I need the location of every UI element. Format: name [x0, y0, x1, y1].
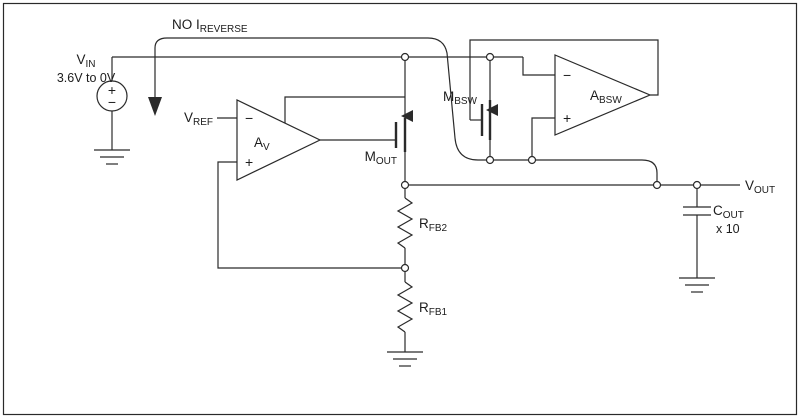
mbsw-label: MBSW	[443, 89, 478, 107]
av-triangle	[236, 99, 322, 181]
av-label: AV	[254, 135, 270, 153]
av-supply-wire	[284, 96, 405, 123]
vin-source: + − VIN 3.6V to 0V	[57, 52, 130, 165]
junction-node	[400, 52, 410, 62]
junction-node	[400, 263, 410, 273]
reverse-current-wire	[154, 37, 658, 185]
cout-mult-label: x 10	[716, 222, 740, 236]
source-minus-sign: −	[108, 94, 116, 110]
av-amplifier: − + AV VREF	[184, 96, 405, 269]
cout-label: COUT	[713, 203, 744, 221]
rfb1-resistor	[396, 281, 414, 333]
ground-symbol	[94, 149, 130, 165]
mbsw-arrow-icon	[486, 104, 498, 116]
junction-node	[527, 155, 537, 165]
ground-symbol	[679, 277, 715, 293]
vout-label: VOUT	[745, 178, 775, 196]
absw-plus-input-wire	[531, 117, 555, 160]
absw-output-wire	[469, 39, 659, 120]
absw-minus-input-wire	[522, 57, 555, 76]
vin-label: VIN	[76, 52, 95, 70]
rfb1-label: RFB1	[419, 300, 448, 318]
cout-capacitor: COUT x 10	[679, 185, 744, 293]
vref-label: VREF	[184, 110, 213, 128]
source-plus-sign: +	[108, 82, 116, 98]
mbsw-transistor: MBSW	[443, 57, 498, 160]
feedback-divider: RFB2 RFB1	[387, 185, 448, 367]
av-plus-sign: +	[245, 154, 253, 170]
mout-label: MOUT	[365, 149, 397, 167]
reverse-current-path: NO IREVERSE	[148, 17, 658, 185]
absw-plus-sign: +	[563, 110, 571, 126]
rfb2-resistor	[396, 197, 414, 249]
junction-node	[692, 180, 702, 190]
no-ireverse-label: NO IREVERSE	[172, 17, 248, 35]
junction-node	[485, 52, 495, 62]
junction-nodes	[400, 52, 702, 273]
rfb2-label: RFB2	[419, 216, 448, 234]
vin-range-label: 3.6V to 0V	[57, 71, 116, 85]
reverse-arrowhead-icon	[148, 97, 162, 116]
junction-node	[652, 180, 662, 190]
vout-rail: VOUT	[405, 178, 775, 196]
absw-label: ABSW	[590, 88, 622, 106]
av-minus-sign: −	[245, 110, 253, 126]
junction-node	[400, 180, 410, 190]
mout-arrow-icon	[401, 110, 413, 122]
absw-minus-sign: −	[563, 67, 571, 83]
ground-symbol	[387, 351, 423, 367]
av-feedback-wire	[217, 161, 405, 269]
junction-node	[485, 155, 495, 165]
mout-transistor: MOUT	[365, 57, 413, 185]
absw-triangle	[554, 54, 652, 136]
absw-amplifier: − + ABSW	[469, 39, 659, 160]
